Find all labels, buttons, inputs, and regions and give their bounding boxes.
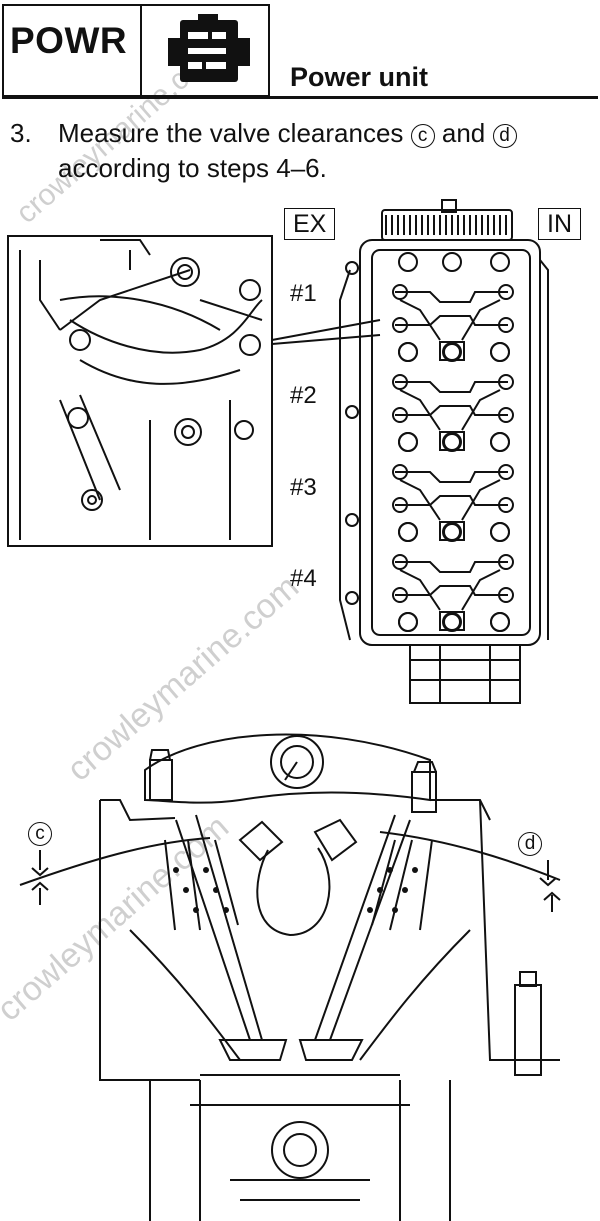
step-number: 3. <box>10 118 32 148</box>
cylinder-3-label: #3 <box>290 474 317 501</box>
step-instruction-line1: Measure the valve clearances c and d <box>58 118 517 149</box>
cylinder-4-label: #4 <box>290 565 317 592</box>
exhaust-side-label: EX <box>284 208 336 240</box>
step-text: Measure the valve clearances <box>58 118 404 148</box>
section-code: POWR <box>10 20 128 61</box>
section-title: Power unit <box>290 62 429 92</box>
header-divider <box>140 4 142 97</box>
marker-d-badge: d <box>492 124 517 148</box>
header-rule <box>2 96 598 99</box>
cylinder-1-label: #1 <box>290 280 317 307</box>
cylinder-2-label: #2 <box>290 382 317 409</box>
step-text-and: and <box>441 118 486 148</box>
marker-c-badge: c <box>28 822 52 846</box>
step-instruction-line2: according to steps 4–6. <box>58 153 327 183</box>
marker-c-badge: c <box>410 124 435 148</box>
intake-side-label: IN <box>538 208 581 240</box>
marker-d-badge: d <box>518 832 542 856</box>
engine-block-icon <box>158 14 258 88</box>
